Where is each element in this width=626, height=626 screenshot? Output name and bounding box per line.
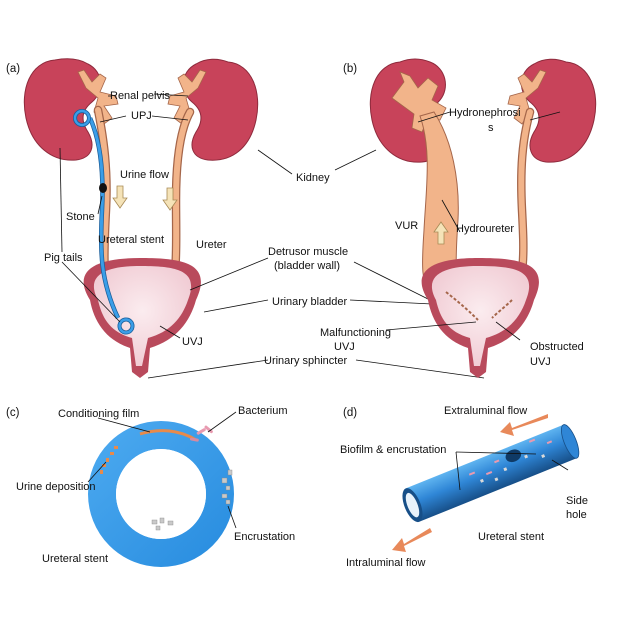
label-ureteral-stent-a: Ureteral stent bbox=[98, 234, 164, 246]
label-vur: VUR bbox=[395, 220, 418, 232]
label-urinary-sphincter: Urinary sphincter bbox=[264, 355, 347, 367]
label-hydronephrosis-1: Hydronephrosi bbox=[449, 107, 521, 119]
label-detrusor-1: Detrusor muscle bbox=[268, 246, 348, 258]
panel-d: (d) bbox=[340, 405, 588, 569]
left-kidney bbox=[23, 58, 119, 161]
bladder-a bbox=[83, 258, 201, 378]
label-ureteral-stent-c: Ureteral stent bbox=[42, 553, 108, 565]
panel-a: (a) bbox=[6, 58, 259, 378]
label-urinary-bladder: Urinary bladder bbox=[272, 296, 348, 308]
label-malfunctioning-1: Malfunctioning bbox=[320, 327, 391, 339]
left-down-arrow-icon bbox=[392, 528, 432, 552]
label-upj: UPJ bbox=[131, 110, 152, 122]
label-extraluminal-flow: Extraluminal flow bbox=[444, 405, 527, 417]
panel-d-label: (d) bbox=[343, 407, 357, 419]
down-arrow-icon bbox=[162, 187, 178, 211]
urine-deposition bbox=[100, 446, 118, 474]
label-pig-tails: Pig tails bbox=[44, 252, 83, 264]
label-encrustation: Encrustation bbox=[234, 531, 295, 543]
panel-b-label: (b) bbox=[343, 63, 357, 75]
right-kidney bbox=[167, 58, 259, 161]
stent-tube bbox=[402, 424, 580, 523]
label-conditioning-film: Conditioning film bbox=[58, 408, 139, 420]
label-stone: Stone bbox=[66, 211, 95, 223]
label-kidney: Kidney bbox=[296, 172, 330, 184]
label-hydronephrosis-2: s bbox=[488, 122, 494, 134]
up-arrow-icon bbox=[433, 221, 449, 245]
bladder-b bbox=[421, 258, 539, 378]
label-side-hole-2: hole bbox=[566, 509, 587, 521]
label-side-hole-1: Side bbox=[566, 495, 588, 507]
label-urine-deposition: Urine deposition bbox=[16, 481, 96, 493]
label-obstructed-1: Obstructed bbox=[530, 341, 584, 353]
label-ureteral-stent-d: Ureteral stent bbox=[478, 531, 544, 543]
down-arrow-icon bbox=[112, 185, 128, 209]
label-obstructed-2: UVJ bbox=[530, 356, 551, 368]
encrustation bbox=[151, 469, 233, 531]
panel-c-label: (c) bbox=[6, 407, 20, 419]
panel-c: (c) bbox=[6, 405, 295, 567]
label-renal-pelvis: Renal pelvis bbox=[110, 90, 170, 102]
stone bbox=[99, 183, 107, 193]
label-hydroureter: Hydroureter bbox=[456, 223, 514, 235]
shared-labels: Kidney Detrusor muscle (bladder wall) Ur… bbox=[147, 149, 485, 379]
label-intraluminal-flow: Intraluminal flow bbox=[346, 557, 426, 569]
label-malfunctioning-2: UVJ bbox=[334, 341, 355, 353]
label-urine-flow: Urine flow bbox=[120, 169, 169, 181]
label-biofilm-encrustation: Biofilm & encrustation bbox=[340, 444, 446, 456]
label-bacterium: Bacterium bbox=[238, 405, 288, 417]
stent-cross-section bbox=[88, 421, 234, 567]
label-ureter: Ureter bbox=[196, 239, 227, 251]
label-uvj: UVJ bbox=[182, 336, 203, 348]
left-down-arrow-icon bbox=[500, 414, 548, 436]
bacterium-cluster bbox=[189, 425, 213, 442]
label-detrusor-2: (bladder wall) bbox=[274, 260, 340, 272]
panel-b: (b) Hydronephrosi s bbox=[320, 58, 597, 378]
panel-a-label: (a) bbox=[6, 63, 20, 75]
right-kidney-b bbox=[521, 58, 597, 163]
